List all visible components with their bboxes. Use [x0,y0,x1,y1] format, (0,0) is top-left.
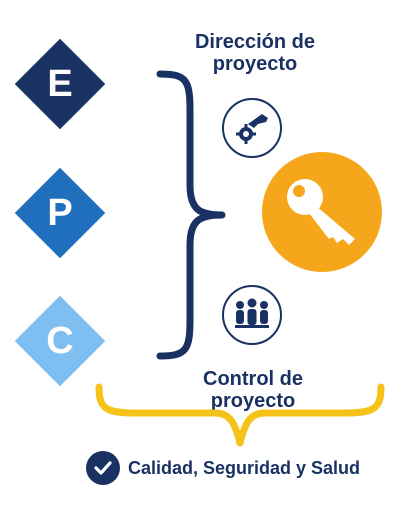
check-icon [94,461,112,475]
control-heading: Control de proyecto [178,368,328,412]
hand-gear-icon [236,114,268,144]
direction-heading: Dirección de proyecto [170,31,340,75]
direction-line2: proyecto [212,53,298,75]
key-icon [287,179,355,245]
key-circle [262,152,382,272]
control-icon-circle [222,285,282,345]
yellow-bracket [95,383,385,447]
direction-line1: Dirección de [194,31,316,53]
navy-bracket [156,70,226,360]
control-line1: Control de [203,368,303,390]
footer: Calidad, Seguridad y Salud [86,450,360,486]
phase-p-diamond: P [14,167,106,259]
phase-e-letter: E [47,63,73,105]
direction-icon-circle [222,98,282,158]
team-icon [235,298,269,328]
phase-c-diamond: C [14,295,106,387]
phase-c-letter: C [46,320,74,362]
check-badge [86,451,120,485]
phase-p-letter: P [47,192,73,234]
phase-e-diamond: E [14,38,106,130]
control-line2: proyecto [210,390,296,412]
footer-label: Calidad, Seguridad y Salud [128,457,361,478]
